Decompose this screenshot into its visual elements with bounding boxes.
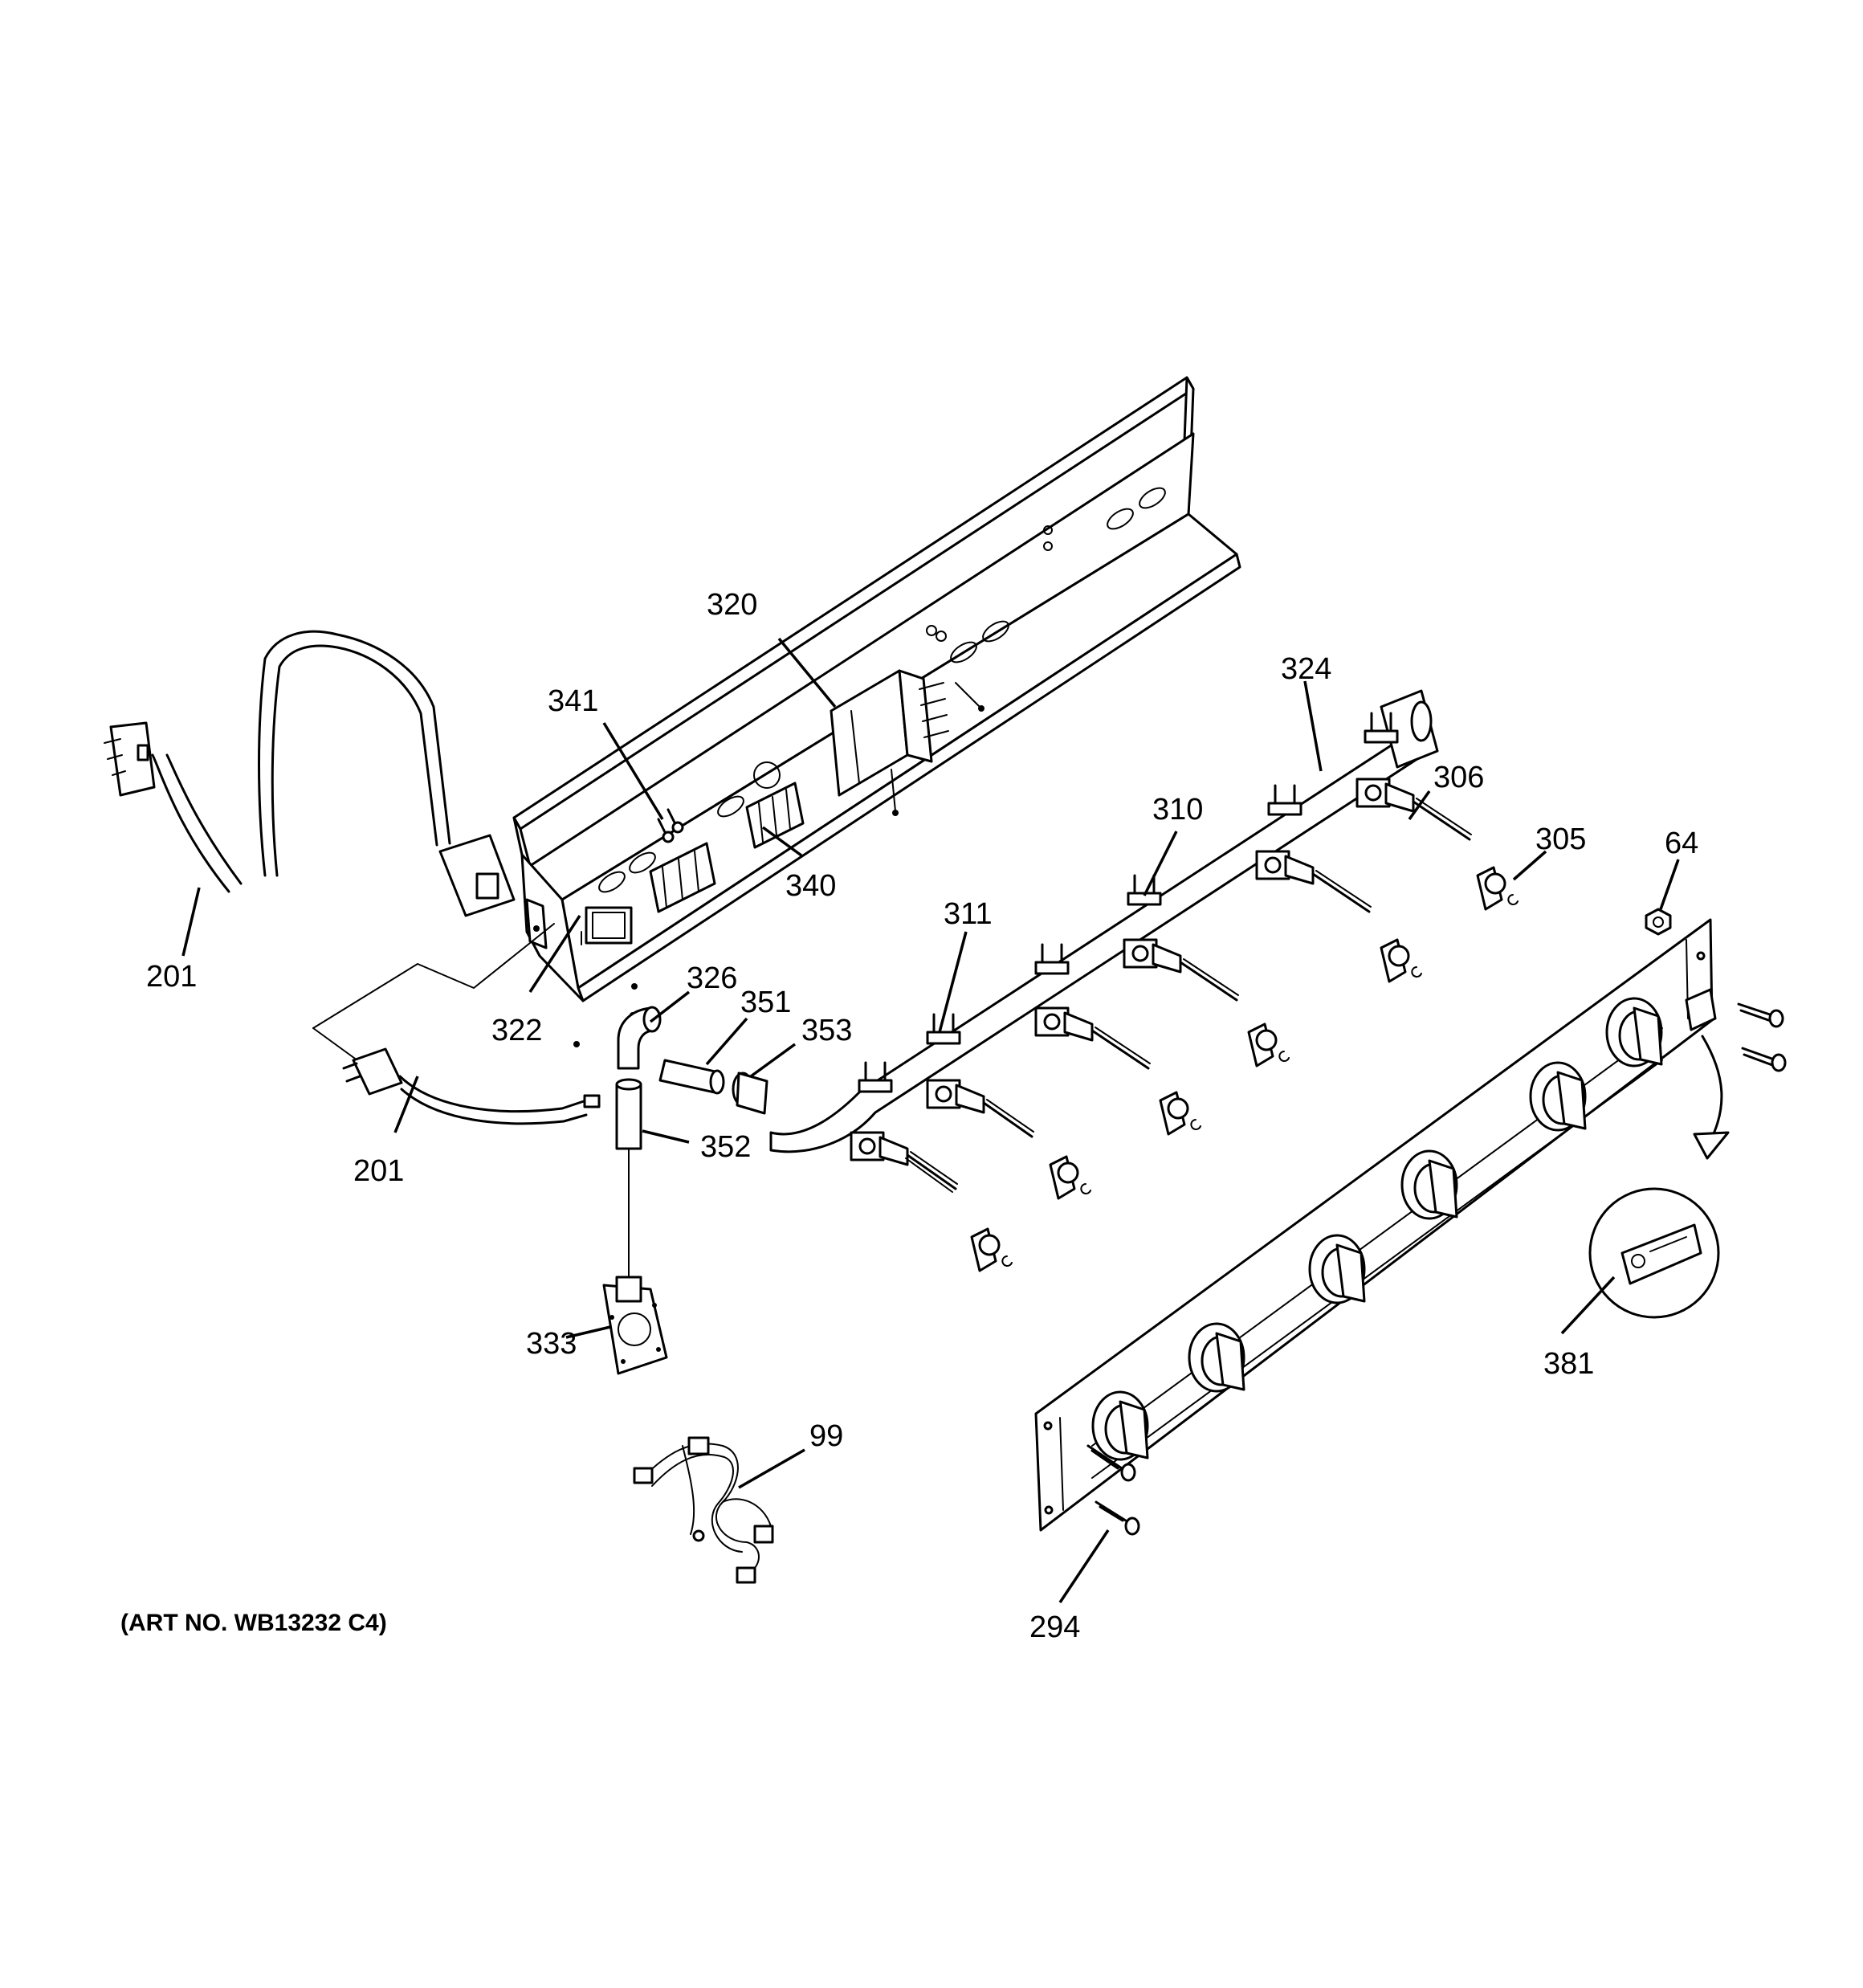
burner-valve — [850, 1131, 958, 1193]
control-knob — [1091, 1390, 1149, 1461]
panel-screws-right — [1737, 1002, 1787, 1072]
burner-valve — [1123, 938, 1239, 1002]
burner-valve-row — [850, 712, 1519, 1272]
gas-manifold-pipe-324 — [769, 689, 1439, 1153]
control-knob — [1400, 1149, 1458, 1220]
orifice-holder — [970, 1227, 1013, 1272]
control-knob — [1188, 1322, 1245, 1393]
callout-311: 311 — [944, 897, 993, 931]
manifold-clamp — [1267, 784, 1302, 816]
orifice-holder — [1159, 1091, 1201, 1136]
terminal-blocks-340 — [649, 782, 805, 913]
power-cord-upper — [104, 630, 516, 917]
power-cord-lower — [312, 923, 601, 1125]
pipe-fittings — [615, 1006, 768, 1278]
callout-306: 306 — [1433, 761, 1484, 794]
callout-353: 353 — [801, 1014, 852, 1047]
callout-99: 99 — [809, 1419, 843, 1453]
callout-351: 351 — [740, 986, 791, 1019]
callout-320: 320 — [707, 588, 757, 622]
callout-381: 381 — [1543, 1347, 1594, 1381]
callout-341: 341 — [548, 684, 598, 718]
callout-333: 333 — [526, 1327, 577, 1361]
manifold-clamp — [1127, 874, 1162, 906]
control-knob — [1308, 1234, 1366, 1304]
manifold-clamp — [1034, 943, 1070, 975]
hex-nut-64 — [1645, 908, 1672, 936]
orifice-holder — [1380, 938, 1422, 983]
callout-294: 294 — [1029, 1610, 1080, 1644]
transformer-322 — [581, 906, 633, 945]
spark-module-320 — [830, 625, 984, 816]
manifold-clamp — [858, 1061, 893, 1093]
burner-valve — [1034, 1006, 1151, 1070]
control-knob — [1529, 1061, 1587, 1132]
panel-screws-294 — [1086, 1444, 1140, 1536]
back-bracket-panel — [512, 376, 1241, 1047]
control-knobs — [1091, 997, 1663, 1461]
orifice-holder — [1476, 866, 1519, 911]
burner-valve — [926, 1079, 1034, 1138]
orifice-holder — [1247, 1023, 1290, 1067]
screws-341 — [657, 808, 684, 843]
leader-lines — [181, 637, 1680, 1603]
callout-326: 326 — [687, 961, 737, 995]
callout-340: 340 — [785, 869, 836, 903]
callout-310: 310 — [1152, 793, 1203, 827]
manifold-clamp — [1364, 712, 1399, 744]
manifold-clamp — [926, 1013, 961, 1045]
callout-322: 322 — [491, 1014, 542, 1047]
nameplate-381 — [1588, 988, 1730, 1319]
wire-harness-99 — [633, 1436, 774, 1584]
pressure-regulator-333 — [602, 1276, 668, 1375]
control-knob — [1605, 997, 1663, 1067]
callout-201-lower: 201 — [353, 1154, 404, 1188]
callout-64: 64 — [1665, 827, 1698, 860]
callout-201-upper: 201 — [146, 960, 197, 994]
callout-324: 324 — [1281, 652, 1331, 686]
callout-352: 352 — [700, 1130, 751, 1164]
callout-305: 305 — [1535, 823, 1586, 856]
art-number-caption: (ART NO. WB13232 C4) — [120, 1610, 387, 1636]
burner-valve — [1355, 778, 1472, 841]
orifice-holder — [1049, 1155, 1091, 1200]
burner-valve — [1255, 850, 1372, 913]
callout-labels: 201 201 320 341 340 322 326 351 353 352 … — [146, 588, 1698, 1644]
